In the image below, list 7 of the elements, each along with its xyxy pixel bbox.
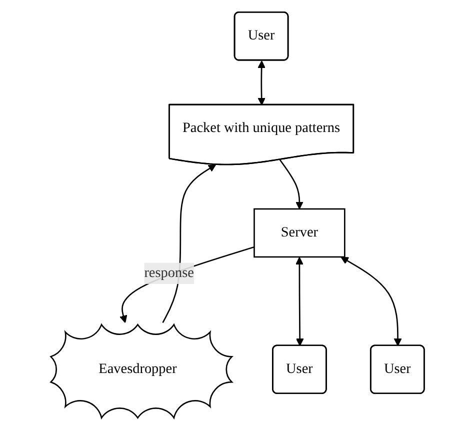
node-box: Server bbox=[254, 208, 346, 258]
arrow bbox=[120, 246, 254, 324]
arrow bbox=[296, 256, 304, 346]
arrow bbox=[340, 256, 402, 346]
arrow bbox=[279, 159, 304, 210]
edge-label: response bbox=[144, 265, 194, 281]
arrow bbox=[258, 60, 266, 106]
